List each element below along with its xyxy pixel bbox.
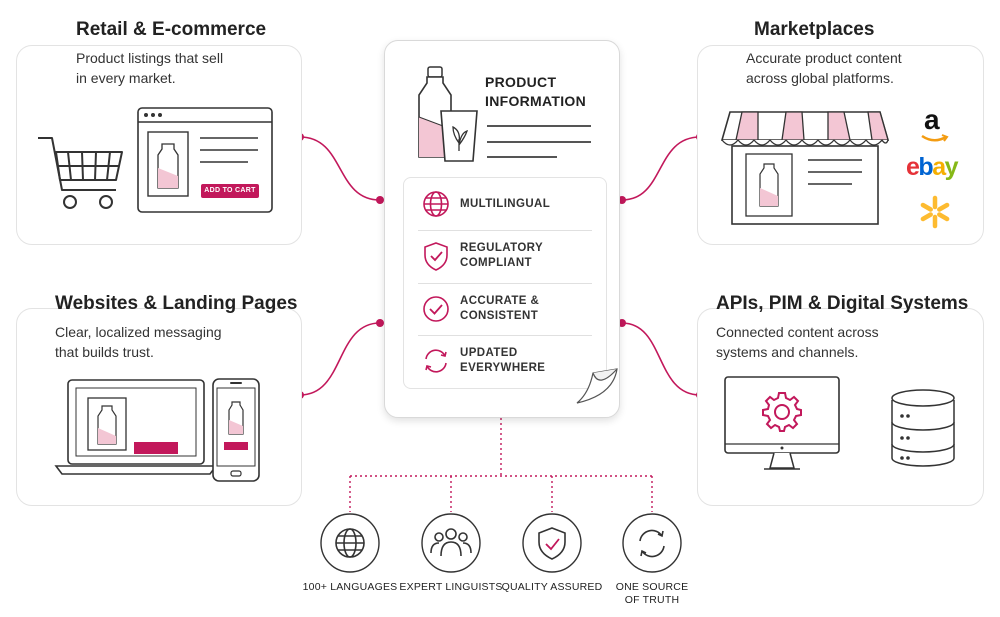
database-icon: [891, 389, 955, 467]
benefit-languages: 100+ LANGUAGES: [302, 581, 398, 593]
doc-text-line: [487, 125, 591, 127]
divider: [418, 335, 592, 336]
api-title: APIs, PIM & Digital Systems: [716, 293, 969, 314]
check-circle-icon: [423, 296, 449, 322]
phone-icon: [212, 378, 260, 482]
divider: [418, 283, 592, 284]
retail-title: Retail & E-commerce: [76, 19, 267, 40]
feature-accurate-consistent: ACCURATE &CONSISTENT: [404, 284, 606, 336]
market-title: Marketplaces: [754, 19, 875, 40]
laptop-icon: [54, 379, 218, 475]
amazon-logo: a: [924, 104, 940, 135]
doc-text-line: [487, 156, 557, 158]
shield-check-icon: [424, 242, 448, 271]
people-icon: [430, 528, 472, 557]
globe-icon: [423, 191, 449, 217]
benefit-quality: QUALITY ASSURED: [501, 581, 603, 593]
benefit-linguists: EXPERT LINGUISTS: [399, 581, 503, 593]
walmart-spark-icon: [920, 195, 950, 229]
sync-icon: [639, 529, 665, 558]
cart-icon: [38, 137, 123, 209]
amazon-smile-icon: [921, 134, 949, 142]
monitor-gear-icon: [724, 376, 840, 470]
globe-icon: [335, 528, 365, 558]
sync-icon: [425, 349, 447, 373]
page-curl-icon: [576, 368, 618, 404]
ebay-logo: ebay: [906, 153, 959, 181]
add-to-cart-button[interactable]: ADD TO CART: [201, 184, 259, 198]
feature-multilingual: MULTILINGUAL: [404, 178, 606, 230]
shield-check-icon: [538, 527, 566, 560]
doc-text-line: [487, 141, 591, 143]
bottle-glass-icon: [418, 66, 478, 162]
divider: [418, 230, 592, 231]
storefront-icon: [720, 111, 890, 225]
web-title: Websites & Landing Pages: [55, 293, 298, 314]
